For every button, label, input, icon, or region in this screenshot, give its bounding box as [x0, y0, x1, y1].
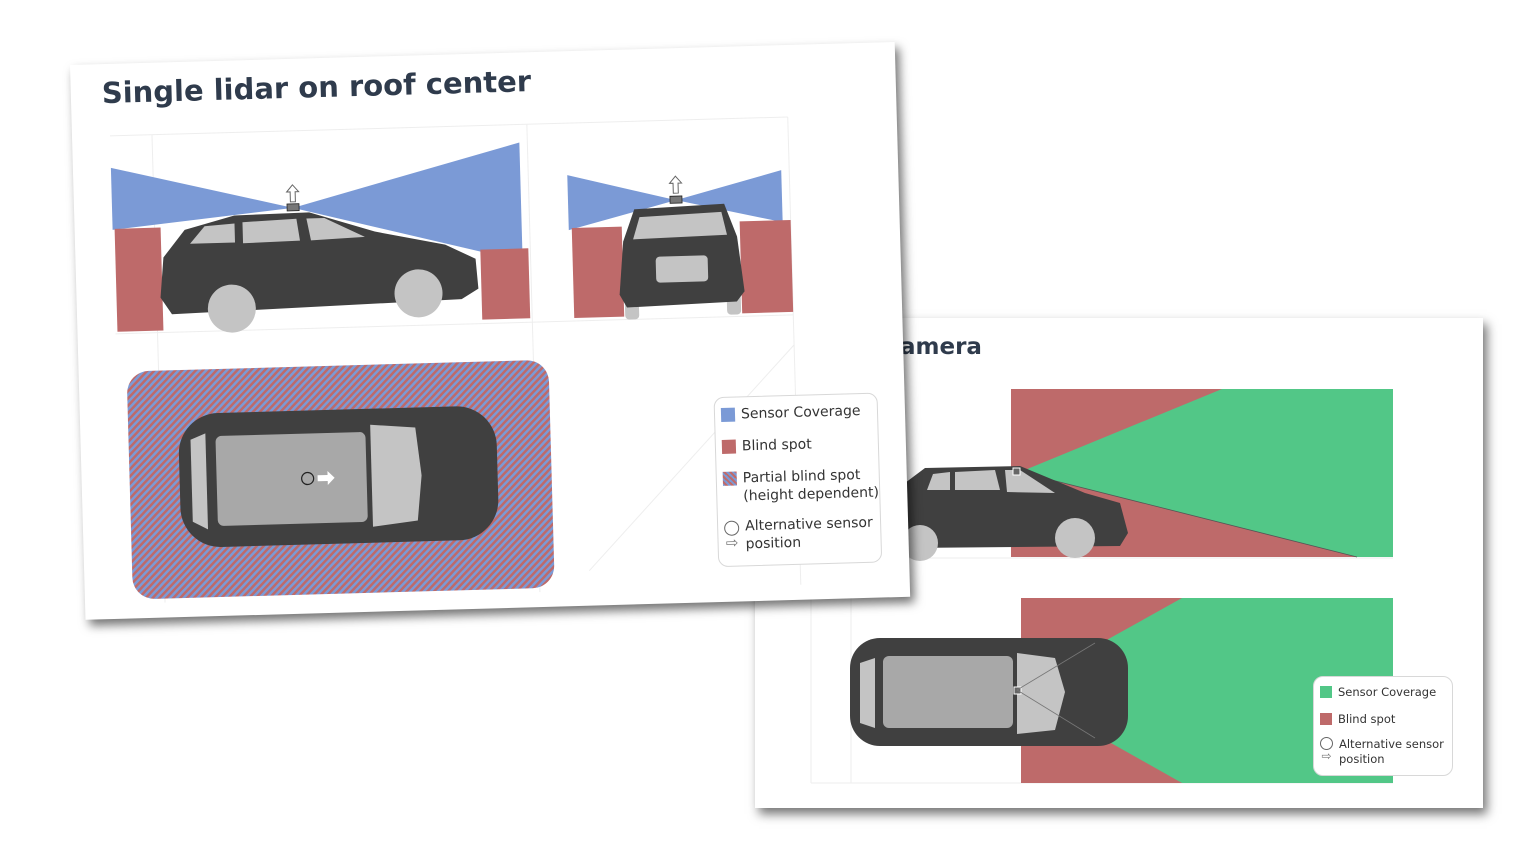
swatch-green	[1320, 686, 1332, 698]
arrow-right-icon: ⇨	[725, 533, 739, 552]
legend-item-coverage: Sensor Coverage	[1320, 685, 1436, 700]
coverage-right	[676, 170, 783, 223]
legend-label: Sensor Coverage	[1338, 685, 1437, 699]
blind-spot-front	[480, 248, 531, 320]
swatch-blue	[720, 407, 736, 422]
arrow-up-icon	[668, 175, 683, 194]
circle-icon	[1320, 737, 1333, 750]
coverage-left	[567, 175, 677, 231]
side-view	[110, 142, 531, 333]
legend: Sensor Coverage Blind spot ⇨ Alternative…	[1313, 676, 1453, 776]
coverage-left	[110, 167, 294, 230]
top-view	[127, 360, 555, 599]
slide-title: amera	[900, 334, 982, 360]
legend-label: position	[1339, 751, 1385, 766]
legend-item-blind: Blind spot	[721, 435, 812, 456]
car-top	[850, 638, 1128, 746]
rear-view	[567, 170, 794, 320]
arrow-up-icon	[285, 184, 300, 203]
slide-camera: amera Sensor Coverage Blind spot ⇨	[755, 318, 1483, 808]
legend: Sensor Coverage Blind spot Partial blind…	[713, 392, 883, 568]
arrow-right-icon: ⇨	[1321, 749, 1332, 763]
slide-lidar: Single lidar on roof center	[70, 41, 911, 620]
coverage-side	[1020, 389, 1393, 557]
arrow-right-icon	[317, 470, 335, 485]
legend-label: Blind spot	[741, 436, 812, 455]
swatch-red	[1320, 713, 1332, 725]
circle-icon	[301, 471, 315, 486]
legend-label: Alternative sensor	[744, 514, 873, 535]
legend-item-coverage: Sensor Coverage	[720, 402, 861, 424]
coverage-right	[293, 142, 523, 262]
swatch-hatched	[722, 471, 738, 486]
swatch-red	[721, 439, 737, 454]
legend-item-partial: Partial blind spot(height dependent)	[722, 466, 880, 507]
blind-spot-left	[571, 226, 625, 319]
legend-label: position	[745, 534, 802, 553]
camera-diagram	[810, 389, 1393, 784]
car-side	[902, 466, 1128, 561]
legend-label: Sensor Coverage	[740, 403, 861, 423]
lidar-diagram	[109, 116, 802, 603]
legend-label: Blind spot	[1338, 712, 1396, 726]
blind-spot-right	[739, 219, 794, 314]
blind-spot-rear	[114, 227, 164, 332]
legend-item-blind: Blind spot	[1320, 712, 1395, 727]
legend-label: Alternative sensor	[1339, 737, 1444, 751]
legend-label: Partial blind spot	[742, 467, 861, 487]
legend-label: (height dependent)	[743, 484, 880, 505]
